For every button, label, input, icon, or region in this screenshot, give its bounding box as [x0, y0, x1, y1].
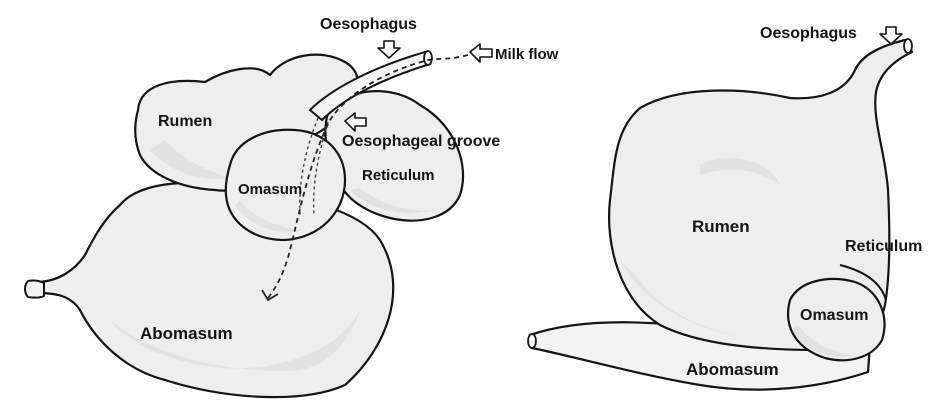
label-reticulum-left: Reticulum: [362, 167, 435, 184]
left-reticulum: [325, 91, 463, 220]
label-oesophageal-groove: Oesophageal groove: [342, 133, 500, 150]
label-oesophagus-right: Oesophagus: [760, 25, 857, 42]
left-abomasum: [25, 183, 393, 397]
label-rumen-left: Rumen: [158, 113, 212, 130]
milk-flow-arrow-icon: [470, 44, 492, 62]
right-oesophagus-tube: [904, 39, 912, 53]
label-oesophagus-left: Oesophagus: [320, 16, 417, 33]
label-abomasum-left: Abomasum: [140, 324, 233, 343]
label-rumen-right: Rumen: [692, 217, 750, 236]
right-figure: Oesophagus Rumen Reticulum Omasum Abomas…: [528, 25, 922, 390]
label-omasum-left: Omasum: [238, 181, 302, 198]
label-reticulum-right: Reticulum: [845, 238, 922, 255]
label-abomasum-right: Abomasum: [686, 360, 779, 379]
left-figure: Oesophagus Milk flow Rumen Oesophageal g…: [25, 16, 559, 397]
label-omasum-right: Omasum: [800, 307, 868, 324]
label-milk-flow: Milk flow: [495, 46, 559, 63]
oesophagus-arrow-icon: [378, 41, 400, 58]
